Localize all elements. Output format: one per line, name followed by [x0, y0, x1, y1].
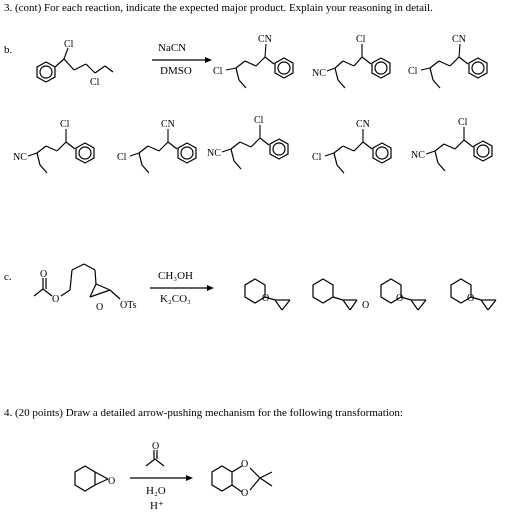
atom-cl: Cl [60, 119, 70, 130]
atom-cl: Cl [213, 66, 223, 77]
atom-cn: CN [356, 119, 370, 130]
question-4-header: 4. (20 points) Draw a detailed arrow-pus… [4, 407, 403, 419]
atom-cl: Cl [408, 66, 418, 77]
atom-o: O [241, 488, 248, 499]
atom-cl: Cl [312, 152, 322, 163]
part-b-label: b. [4, 44, 13, 56]
atom-o: O [262, 293, 269, 304]
question-3-header: 3. (cont) For each reaction, indicate th… [4, 2, 433, 14]
atom-nc: NC [13, 152, 27, 163]
atom-cl: Cl [458, 117, 468, 128]
product-b5: Cl CN [117, 119, 197, 174]
product-b2: NC Cl [312, 34, 391, 89]
q4-starting-epoxide: O [74, 465, 115, 492]
product-b6: NC Cl [207, 115, 289, 170]
reagent-k2co3: K₂CO₃ [160, 293, 191, 305]
atom-cn: CN [161, 119, 175, 130]
reagent-nacn: NaCN [158, 42, 186, 54]
atom-o: O [152, 441, 159, 452]
atom-o: O [108, 476, 115, 487]
atom-o: O [396, 293, 403, 304]
reagent-h-plus: H⁺ [150, 500, 164, 512]
q4-product-acetonide: O O [211, 459, 273, 499]
part-b-reaction-arrow: NaCN DMSO [152, 42, 212, 77]
product-b3: Cl CN [408, 34, 488, 89]
atom-nc: NC [411, 150, 425, 161]
atom-nc: NC [312, 68, 326, 79]
product-b7: Cl CN [312, 119, 392, 174]
part-c-label: c. [4, 271, 12, 283]
atom-cl: Cl [254, 115, 264, 126]
atom-o: O [52, 294, 59, 305]
atom-cl: Cl [90, 77, 100, 88]
product-c3: O [380, 278, 427, 311]
reagent-dmso: DMSO [160, 65, 192, 77]
atom-o: O [467, 293, 474, 304]
atom-cn: CN [258, 34, 272, 45]
atom-cl: Cl [64, 39, 74, 50]
atom-o: O [362, 300, 369, 311]
reagent-ch3oh: CH₃OH [158, 270, 193, 282]
atom-cl: Cl [117, 152, 127, 163]
atom-o: O [40, 269, 47, 280]
q4-reaction-arrow: O H₂O H⁺ [130, 441, 193, 512]
atom-ots: OTs [120, 300, 137, 311]
atom-cn: CN [452, 34, 466, 45]
atom-o: O [96, 302, 103, 313]
product-c1: O [244, 278, 291, 311]
product-b4: NC Cl [13, 119, 95, 174]
part-c-starting-material: O O O OTs [33, 263, 137, 313]
product-c2: O [312, 278, 369, 311]
reagent-h2o: H₂O [146, 485, 166, 497]
product-b1: Cl CN [213, 34, 294, 89]
product-b8: NC Cl [411, 117, 493, 172]
part-b-starting-material: Cl Cl [36, 39, 114, 88]
atom-o: O [241, 459, 248, 470]
part-c-reaction-arrow: CH₃OH K₂CO₃ [150, 270, 214, 305]
atom-cl: Cl [356, 34, 366, 45]
product-c4: O [450, 278, 497, 311]
atom-nc: NC [207, 148, 221, 159]
